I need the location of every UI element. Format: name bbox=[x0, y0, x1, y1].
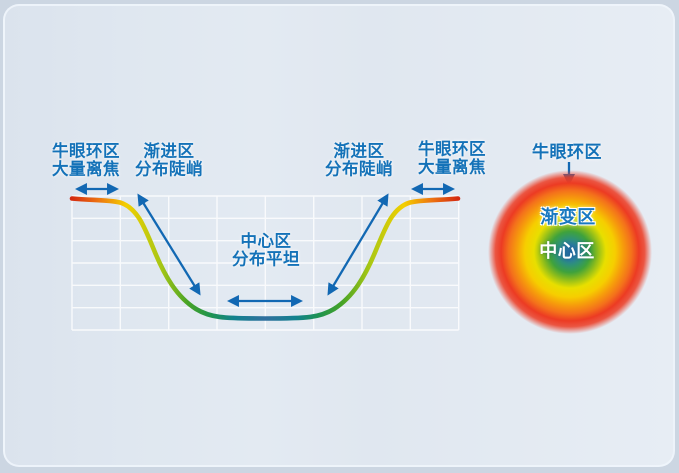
label-line: 牛眼环区 bbox=[52, 142, 120, 161]
label-line: 牛眼环区 bbox=[418, 140, 486, 159]
label-center-zone: 中心区 分布平坦 bbox=[232, 232, 300, 269]
label-right-bullseye-zone: 牛眼环区 大量离焦 bbox=[418, 140, 486, 177]
label-left-progressive-zone: 渐进区 分布陡峭 bbox=[135, 142, 203, 179]
label-right-progressive-zone: 渐进区 分布陡峭 bbox=[325, 142, 393, 179]
label-line: 大量离焦 bbox=[418, 158, 486, 176]
label-line: 中心区 bbox=[240, 232, 292, 251]
label-line: 大量离焦 bbox=[52, 160, 120, 178]
label-line: 分布陡峭 bbox=[135, 160, 203, 178]
label-line: 渐进区 bbox=[143, 142, 195, 161]
label-line: 渐进区 bbox=[333, 142, 385, 161]
label-line: 分布平坦 bbox=[232, 250, 300, 268]
label-left-bullseye-zone: 牛眼环区 大量离焦 bbox=[52, 142, 120, 179]
label-line: 分布陡峭 bbox=[325, 160, 393, 178]
lens-transition-zone-label: 渐变区 bbox=[540, 207, 596, 227]
lens-zone-map bbox=[488, 170, 652, 334]
lens-center-zone-label: 中心区 bbox=[539, 241, 595, 261]
lens-outer-zone-label: 牛眼环区 bbox=[532, 142, 602, 162]
